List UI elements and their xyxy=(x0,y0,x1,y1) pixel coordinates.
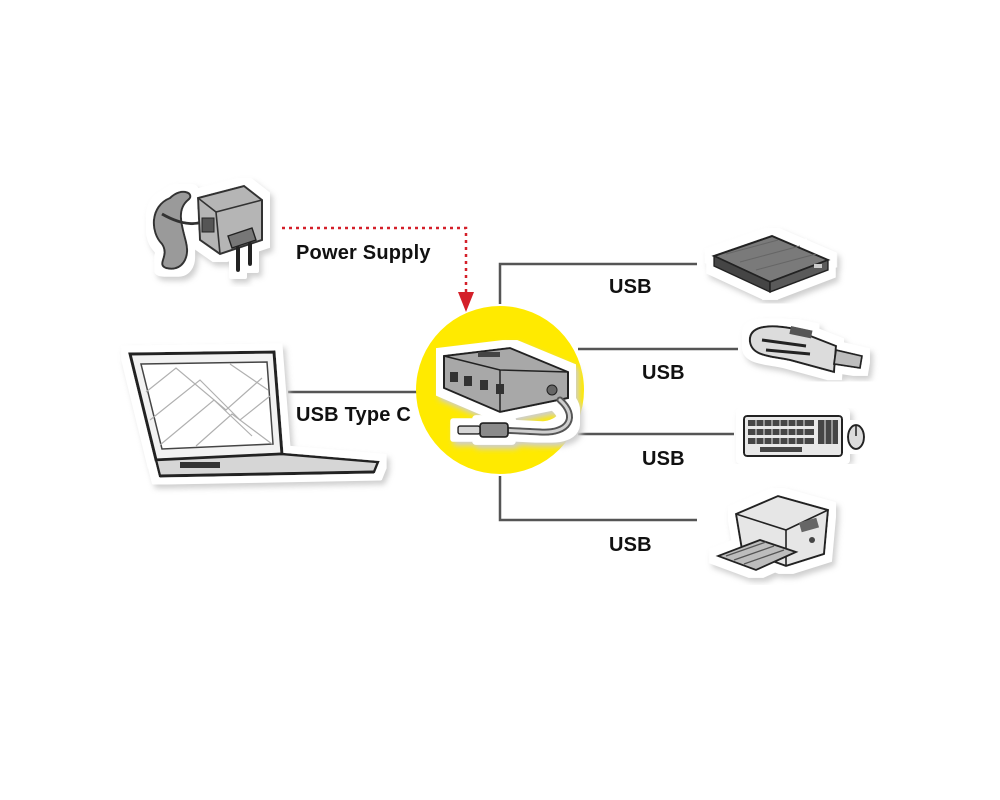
power-line xyxy=(282,226,468,298)
usb-hub-icon xyxy=(416,306,584,474)
mouse-icon xyxy=(847,424,865,450)
label-usb-hard-drive: USB xyxy=(609,276,652,298)
label-usb-keyboard: USB xyxy=(642,448,685,470)
power-adapter-icon xyxy=(152,184,263,272)
label-usb-printer: USB xyxy=(609,534,652,556)
bus-line-top xyxy=(498,262,697,304)
laptop-icon xyxy=(128,350,380,478)
printer-icon xyxy=(715,494,830,571)
power-arrowhead xyxy=(458,292,474,312)
connector-lines xyxy=(282,226,738,522)
label-usb-type-c: USB Type C xyxy=(296,404,411,426)
label-usb-card-reader: USB xyxy=(642,362,685,384)
bus-line-bottom xyxy=(498,476,697,522)
label-power-supply: Power Supply xyxy=(296,242,431,264)
external-hard-drive-icon xyxy=(711,234,831,294)
keyboard-icon xyxy=(743,415,843,457)
card-reader-icon xyxy=(748,325,864,374)
